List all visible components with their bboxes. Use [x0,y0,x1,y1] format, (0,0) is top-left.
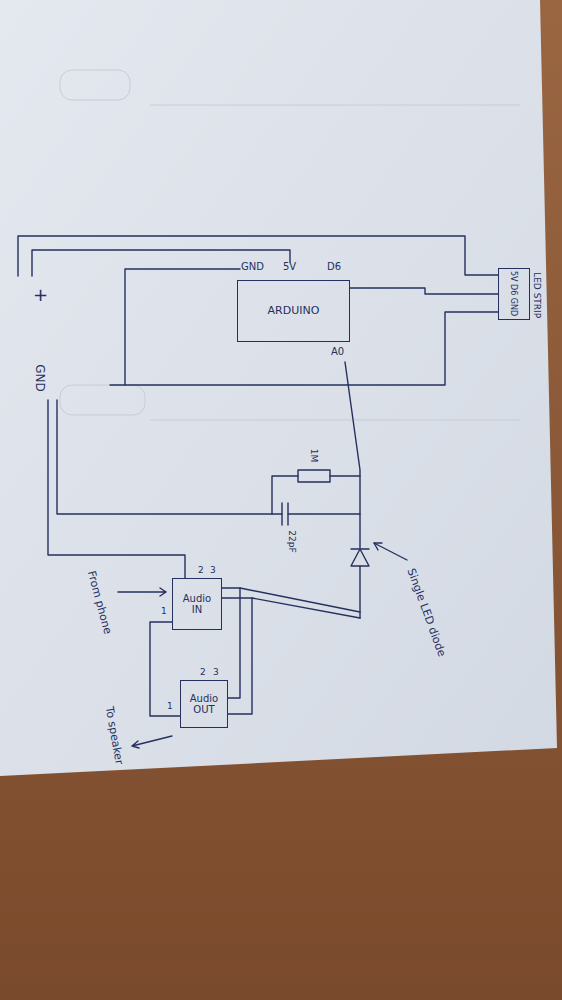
audio-to-diode-wire [240,588,360,612]
paper-sheet [0,0,557,776]
node-subtitle: IN [192,604,202,616]
resistor-left-wire [272,476,298,514]
resistor-value: 1M [310,448,319,462]
node-title: ARDUINO [268,305,320,318]
pin-names: 5V D6 GND [509,271,518,316]
gnd-label: GND [34,364,46,392]
pin-number: 3 [213,668,219,677]
pin-number: 3 [210,566,216,575]
node-heading: LED STRIP [532,272,542,318]
gnd-rail-wire [110,312,498,385]
capacitor-gnd-wire [57,400,282,514]
diode-bar [351,548,369,549]
arduino-gnd-wire [125,269,240,385]
pin-number: 1 [167,702,173,711]
a0-wire [345,362,360,548]
wire-connector [150,622,180,716]
pin-number: 1 [161,607,167,616]
resistor-symbol [298,470,330,482]
arrowhead [374,543,382,550]
audio-out-jack: AudioOUT [180,680,228,728]
to-speaker-arrow [132,736,172,748]
diode-leader-arrow [374,543,407,560]
pin-name: GND [241,262,264,272]
from-phone-arrow [118,588,166,596]
diode-wire [359,566,360,618]
faint-printed-marks [60,70,520,420]
audio-gnd-wire [48,400,185,578]
audio-in-jack: AudioIN [172,578,222,630]
capacitor-right-wire [288,513,360,514]
capacitor-value: 22pF [287,530,296,552]
pin-name: 5V [283,262,296,272]
pin-number: 2 [200,668,206,677]
pin-number: 2 [198,566,204,575]
diode-symbol [351,549,369,566]
capacitor-plate [281,503,282,525]
arduino-board: ARDUINO [237,280,350,342]
plus-label: + [33,286,48,304]
node-title: Audio [190,693,218,705]
wire-connector [222,598,252,714]
pin-name: A0 [331,347,344,357]
led-strip-connector: LED STRIP5V D6 GND [498,268,530,320]
resistor-right-wire [330,475,360,476]
wire-connector [350,288,498,294]
pin-name: D6 [327,262,341,272]
node-subtitle: OUT [193,704,214,716]
node-title: Audio [183,593,211,605]
audio-to-diode-wire [252,598,360,618]
wire-connector [222,588,240,698]
arduino-5v-wire [32,250,290,276]
plus-rail-wire [18,236,498,276]
